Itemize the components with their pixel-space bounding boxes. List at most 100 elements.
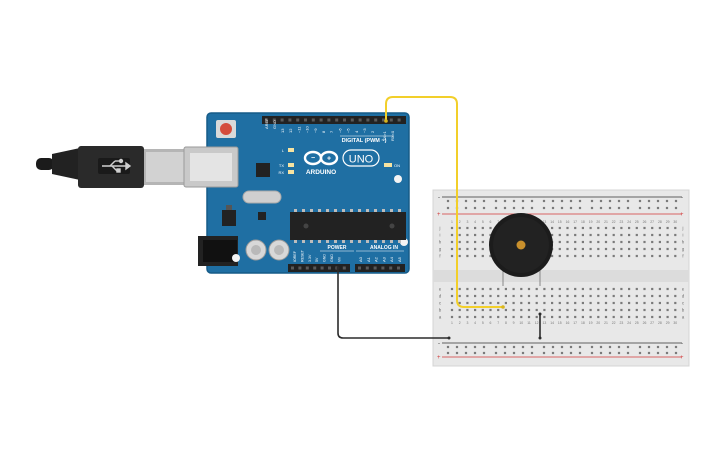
header-pin[interactable] [350,118,354,122]
analog-pin-label: A5 [397,256,402,262]
header-pin[interactable] [335,118,339,122]
svg-text:h: h [439,240,442,245]
svg-text:5: 5 [482,321,484,325]
svg-text:13: 13 [543,220,547,224]
header-pin[interactable] [319,118,323,122]
voltage-regulator [222,210,236,226]
analog-pin-label: A2 [374,256,379,262]
svg-text:9: 9 [513,321,515,325]
svg-text:3: 3 [466,321,468,325]
svg-text:f: f [439,254,441,259]
svg-text:22: 22 [612,321,616,325]
gnd-pin-label: GND [272,120,277,129]
analog-header [355,264,405,272]
power-pin-label: IOREF [293,250,297,262]
svg-text:j: j [439,226,441,231]
svg-text:16: 16 [566,220,570,224]
svg-text:24: 24 [627,220,631,224]
svg-text:24: 24 [627,321,631,325]
svg-text:21: 21 [604,220,608,224]
svg-text:10: 10 [519,321,523,325]
header-pin[interactable] [389,266,393,270]
svg-text:4: 4 [474,321,476,325]
digital-pin-label: ~3 [362,128,367,133]
header-pin[interactable] [304,118,307,122]
header-pin[interactable] [288,118,292,122]
svg-text:j: j [682,226,684,231]
reset-button[interactable] [216,120,236,138]
analog-pin-label: A4 [389,256,394,262]
svg-text:23: 23 [620,220,624,224]
svg-text:18: 18 [581,321,585,325]
header-pin[interactable] [374,118,378,122]
digital-pin-label: ~9 [313,128,318,133]
header-pin[interactable] [366,118,370,122]
ground-wire[interactable] [337,268,449,339]
header-pin[interactable] [389,118,393,122]
header-pin[interactable] [373,266,377,270]
header-pin[interactable] [343,118,346,122]
tx-led-label: TX [279,163,284,168]
header-pin[interactable] [305,266,309,270]
svg-text:d: d [439,294,442,299]
header-pin[interactable] [397,266,400,270]
usb-cable[interactable] [36,146,190,188]
model-label: UNO [349,154,374,166]
rail-minus-label: - [681,341,683,347]
svg-text:19: 19 [589,321,593,325]
header-pin[interactable] [265,118,268,122]
header-pin[interactable] [358,266,361,270]
header-pin[interactable] [272,118,276,122]
svg-text:4: 4 [474,220,476,224]
led-indicators: L TX RX ON [278,148,400,175]
power-jack[interactable] [198,236,238,266]
header-pin[interactable] [320,266,324,270]
header-pin[interactable] [311,118,315,122]
crystal-oscillator [242,190,282,204]
header-pin[interactable] [381,266,385,270]
svg-text:17: 17 [573,321,577,325]
svg-text:g: g [439,247,442,252]
digital-pin-label: ~5 [346,128,351,133]
header-pin[interactable] [365,266,369,270]
header-pin[interactable] [280,118,284,122]
header-pin[interactable] [296,118,300,122]
svg-text:26: 26 [643,220,647,224]
svg-text:2: 2 [459,321,461,325]
svg-text:23: 23 [620,321,624,325]
analog-pin-label: A0 [358,256,363,262]
svg-text:18: 18 [581,220,585,224]
header-pin[interactable] [382,118,385,122]
svg-text:5: 5 [482,220,484,224]
svg-text:3: 3 [466,220,468,224]
piezo-buzzer[interactable] [489,213,553,286]
header-pin[interactable] [291,266,294,270]
header-pin[interactable] [358,118,362,122]
header-pin[interactable] [298,266,302,270]
header-pin[interactable] [397,118,401,122]
svg-text:e: e [439,287,442,292]
header-pin[interactable] [342,266,346,270]
analog-header-pins [358,266,400,270]
l-led-label: L [282,148,285,153]
analog-label: ANALOG IN [370,245,398,251]
header-pin[interactable] [327,118,331,122]
digital-pin-label: ~11 [296,126,301,133]
infinity-logo-icon [303,150,339,166]
power-pin-label: GND [330,254,334,262]
signal-wire[interactable] [385,96,503,308]
svg-text:14: 14 [550,220,554,224]
svg-text:1: 1 [451,321,453,325]
digital-pin-label: 13 [280,128,285,133]
svg-text:20: 20 [596,220,600,224]
header-pin[interactable] [313,266,317,270]
svg-text:15: 15 [558,321,562,325]
buzzer-center-icon [516,240,526,250]
svg-text:d: d [682,294,685,299]
header-pin[interactable] [328,266,331,270]
